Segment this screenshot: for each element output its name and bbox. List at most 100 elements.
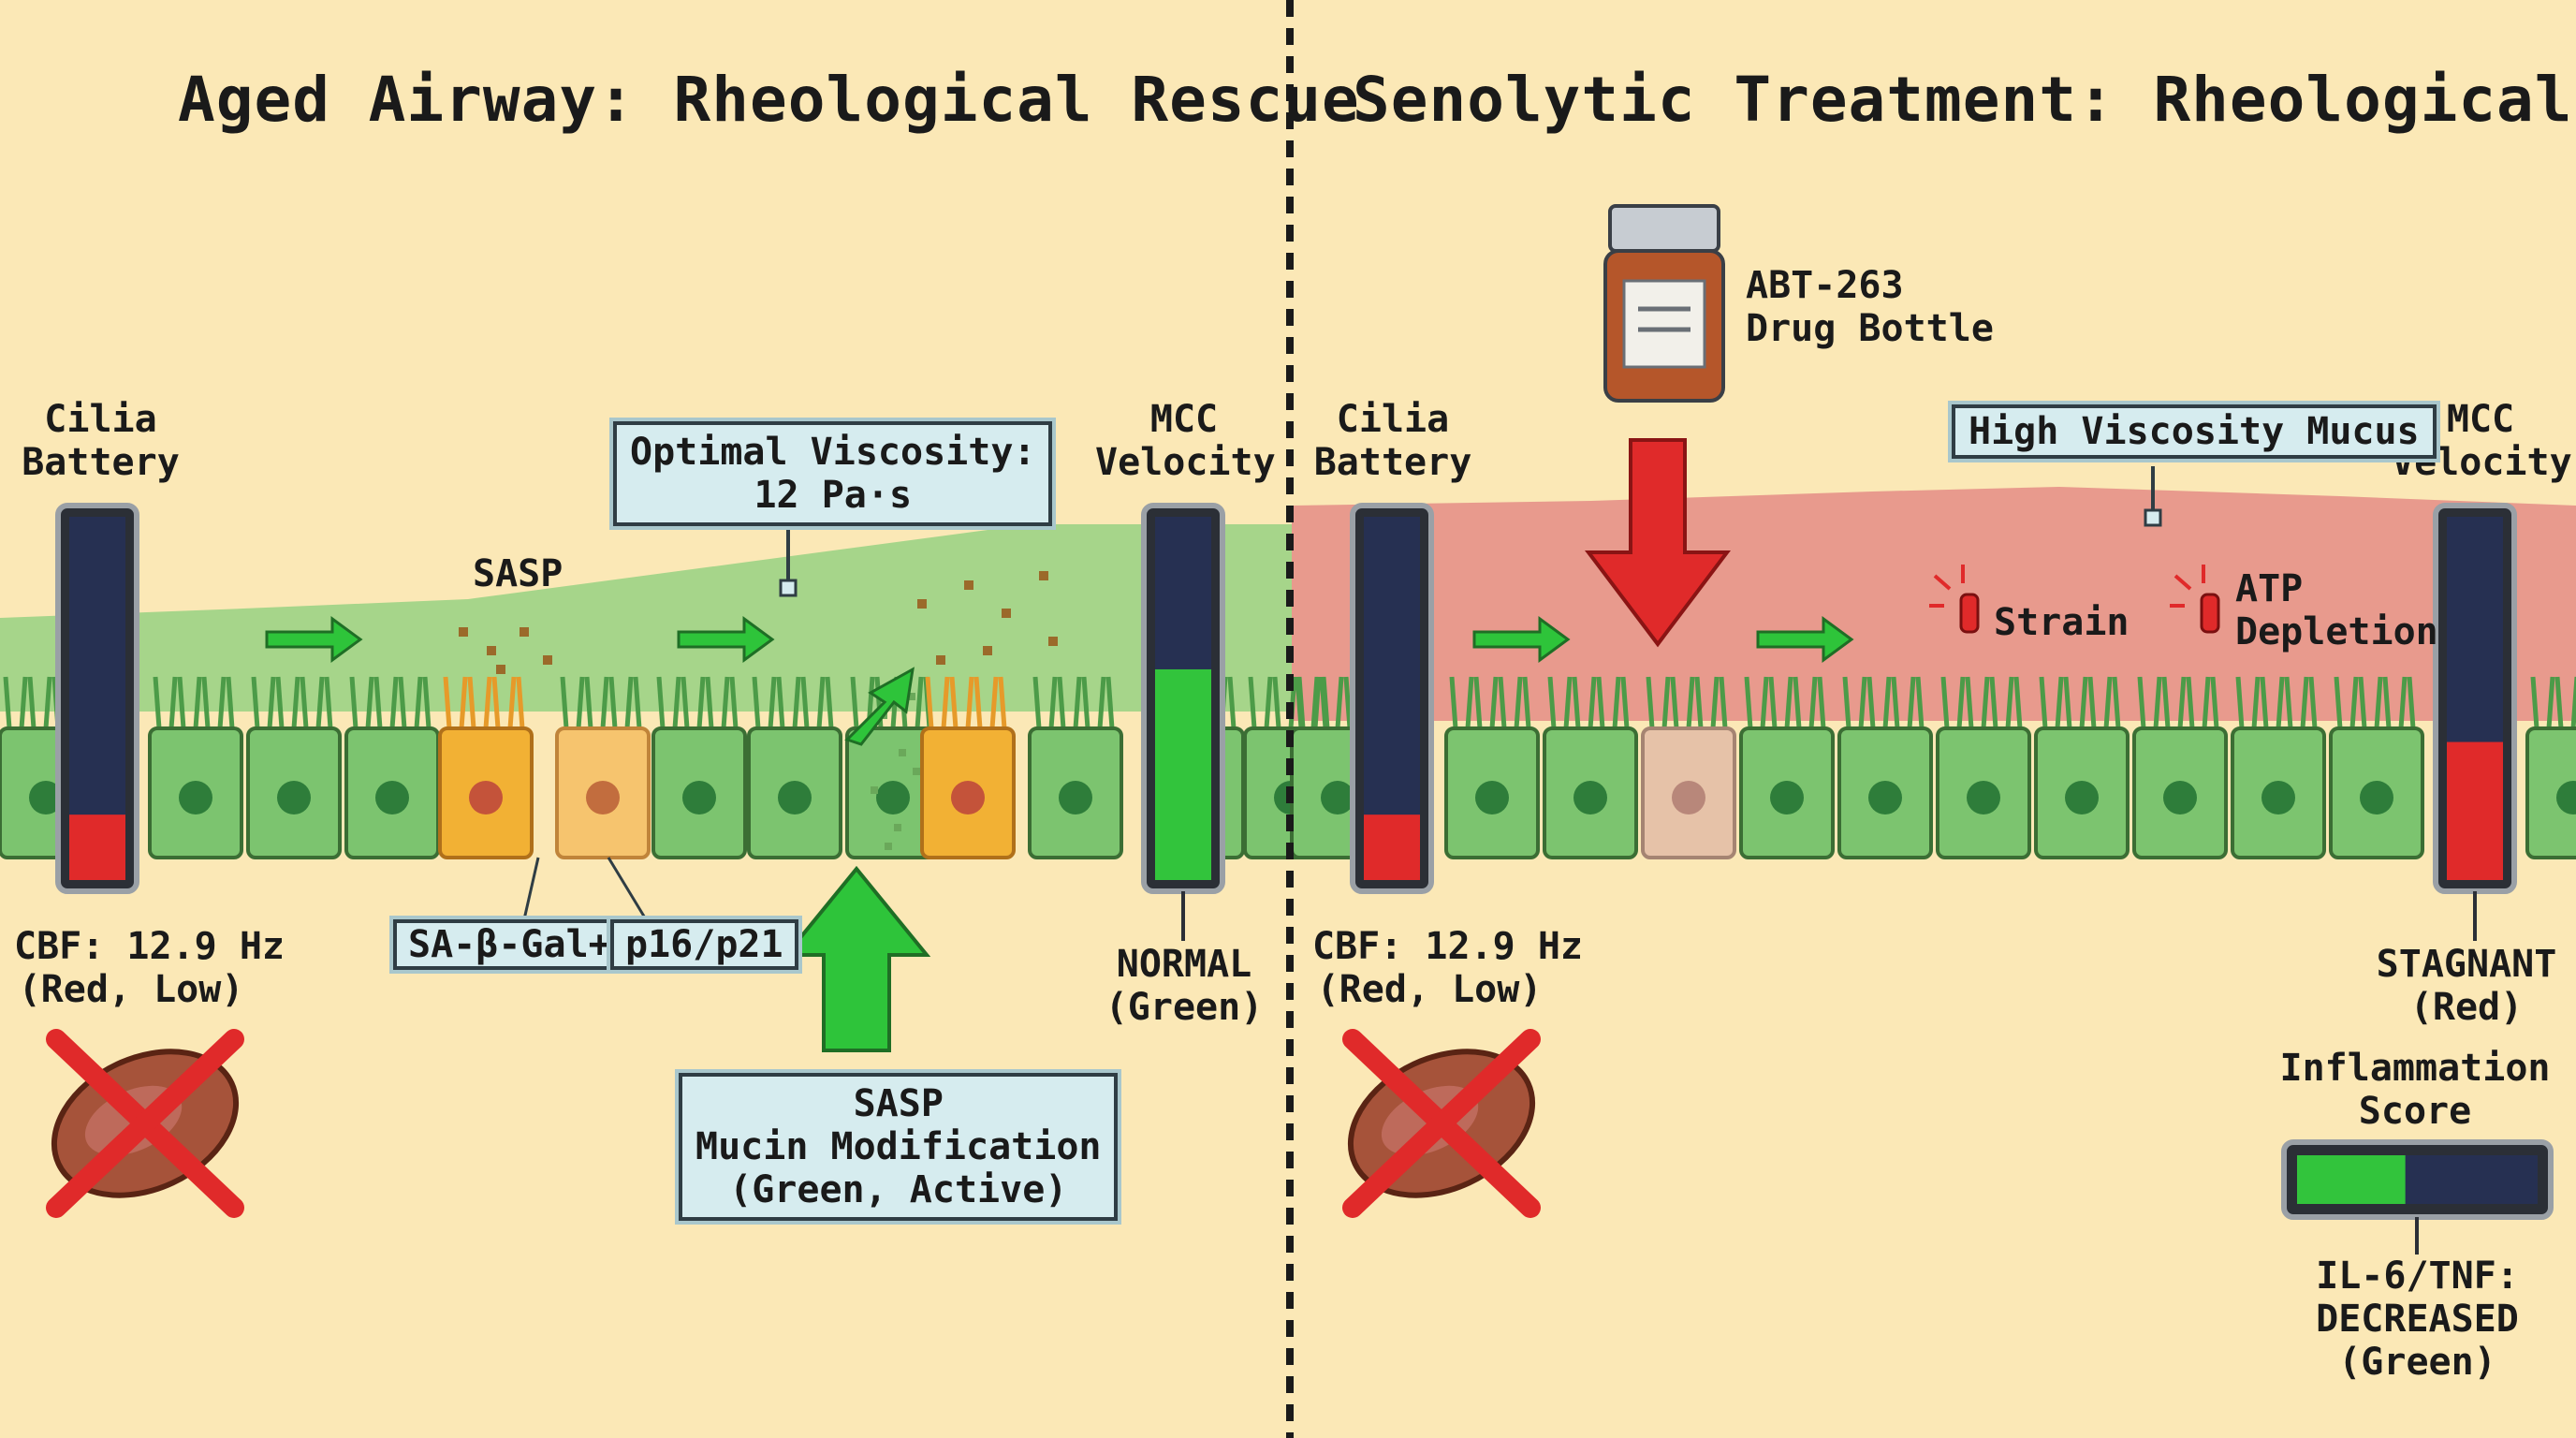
high-viscosity-connector-node — [2144, 508, 2162, 527]
right-cilium-0-0 — [1295, 676, 1304, 729]
sasp-particle-11 — [1048, 637, 1058, 646]
sasp-particle-2 — [520, 627, 529, 637]
left-cilium-7-5 — [816, 676, 826, 729]
strain-warning-ray-1 — [1933, 574, 1952, 591]
right-cilium-5-4 — [1891, 676, 1900, 729]
right-cell-nucleus-9 — [2261, 781, 2295, 814]
right-cilium-0-4 — [1343, 676, 1353, 729]
left-cilium-6-3 — [696, 676, 706, 729]
il6-tnf-label: IL-6/TNF: DECREASED (Green) — [2284, 1255, 2551, 1384]
right-cilium-1-5 — [1514, 676, 1523, 729]
right-cilium-9-1 — [2251, 676, 2261, 729]
right-cilium-11-3 — [2570, 676, 2576, 729]
mucin-particle-6 — [908, 693, 915, 700]
strain-warning-marker — [1959, 593, 1980, 634]
left-cilia-battery-line1: Cilia — [44, 398, 157, 441]
right-cilium-8-1 — [2153, 676, 2162, 729]
drug-label-line1: ABT-263 — [1746, 264, 1904, 307]
right-cilium-9-5 — [2300, 676, 2309, 729]
left-cell-nucleus-3 — [375, 781, 409, 814]
right-cilium-7-3 — [2079, 676, 2088, 729]
left-cilium-1-1 — [168, 676, 178, 729]
optimal-viscosity-box: Optimal Viscosity: 12 Pa·s — [613, 421, 1053, 526]
sasp-particle-3 — [496, 665, 505, 674]
left-cell-nucleus-0 — [29, 781, 63, 814]
left-cilium-1-6 — [226, 676, 235, 729]
left-cilium-1-4 — [201, 676, 211, 729]
drug-label-line2: Drug Bottle — [1746, 307, 1994, 350]
right-cilium-2-6 — [1620, 676, 1630, 729]
left-cilium-2-3 — [291, 676, 300, 729]
right-cilium-1-0 — [1449, 676, 1458, 729]
right-cell-nucleus-11 — [2556, 781, 2576, 814]
il6-line3: (Green) — [2338, 1341, 2496, 1384]
left-cilium-4-0 — [443, 676, 452, 729]
right-cilium-4-0 — [1744, 676, 1753, 729]
left-mcc-velocity-line1: MCC — [1149, 398, 1219, 441]
left-cilium-5-1 — [576, 676, 585, 729]
right-crossed-organ-cross-2 — [1342, 1029, 1541, 1218]
right-cilium-5-2 — [1866, 676, 1876, 729]
right-cilium-10-0 — [2334, 676, 2343, 729]
right-cilium-7-0 — [2039, 676, 2048, 729]
left-cilium-4-4 — [491, 676, 501, 729]
right-cilium-10-2 — [2358, 676, 2367, 729]
right-cilium-9-6 — [2308, 676, 2318, 729]
right-cilium-5-3 — [1882, 676, 1892, 729]
mucin-particle-5 — [885, 843, 892, 850]
left-cilium-3-4 — [398, 676, 407, 729]
right-cilium-9-4 — [2284, 676, 2293, 729]
left-cilium-3-2 — [373, 676, 383, 729]
right-mcc-velocity-line1: MCC — [2446, 398, 2515, 441]
left-cilium-6-1 — [672, 676, 681, 729]
left-cilium-3-3 — [389, 676, 399, 729]
right-cilium-3-5 — [1710, 676, 1720, 729]
sa-beta-gal-box: SA-β-Gal+ — [393, 919, 626, 970]
right-cilium-4-6 — [1817, 676, 1826, 729]
right-cilia-battery-label: Cilia Battery — [1309, 398, 1477, 484]
left-cilium-1-5 — [217, 676, 227, 729]
right-cell-nucleus-0 — [1321, 781, 1354, 814]
right-cilium-6-1 — [1956, 676, 1966, 729]
left-flow-arrow-2 — [677, 616, 775, 663]
right-cilium-8-6 — [2210, 676, 2219, 729]
right-cilium-4-2 — [1768, 676, 1778, 729]
sasp-particle-1 — [487, 646, 496, 655]
mucin-box-line3: (Green, Active) — [729, 1168, 1068, 1211]
left-mcc-velocity-line2: Velocity — [1095, 441, 1276, 484]
left-cilium-1-3 — [193, 676, 202, 729]
left-cilium-4-3 — [483, 676, 492, 729]
left-cilium-9-5 — [989, 676, 999, 729]
right-cilium-0-3 — [1335, 676, 1344, 729]
inflammation-gauge-fill — [2297, 1155, 2406, 1204]
left-cilium-6-0 — [656, 676, 666, 729]
right-cilium-2-5 — [1612, 676, 1621, 729]
right-mcc-gauge-fill — [2447, 741, 2503, 880]
left-cilium-2-4 — [300, 676, 309, 729]
right-cilium-2-0 — [1547, 676, 1557, 729]
right-cilium-8-5 — [2202, 676, 2211, 729]
left-cell-nucleus-9 — [951, 781, 985, 814]
right-cilium-3-2 — [1670, 676, 1679, 729]
left-cilium-3-0 — [349, 676, 359, 729]
sasp-label: SASP — [473, 552, 564, 595]
drug-down-arrow — [1584, 438, 1732, 648]
left-cilium-5-3 — [600, 676, 609, 729]
optimal-viscosity-line1: Optimal Viscosity: — [630, 431, 1036, 474]
viscosity-connector-node — [779, 579, 798, 597]
right-cell-nucleus-4 — [1770, 781, 1804, 814]
right-cilium-11-0 — [2530, 676, 2539, 729]
right-cilium-3-4 — [1694, 676, 1704, 729]
right-cilium-4-3 — [1784, 676, 1793, 729]
p16-p21-box: p16/p21 — [610, 919, 798, 970]
atp-warning-ray-1 — [2174, 574, 2192, 591]
left-cell-nucleus-10 — [1059, 781, 1092, 814]
left-cilium-4-6 — [516, 676, 525, 729]
inflammation-line2: Score — [2358, 1090, 2472, 1133]
right-cell-nucleus-2 — [1573, 781, 1607, 814]
left-cilium-7-2 — [776, 676, 785, 729]
strain-label: Strain — [1994, 601, 2130, 644]
left-cilium-0-1 — [19, 676, 28, 729]
high-viscosity-box: High Viscosity Mucus — [1952, 404, 2437, 459]
